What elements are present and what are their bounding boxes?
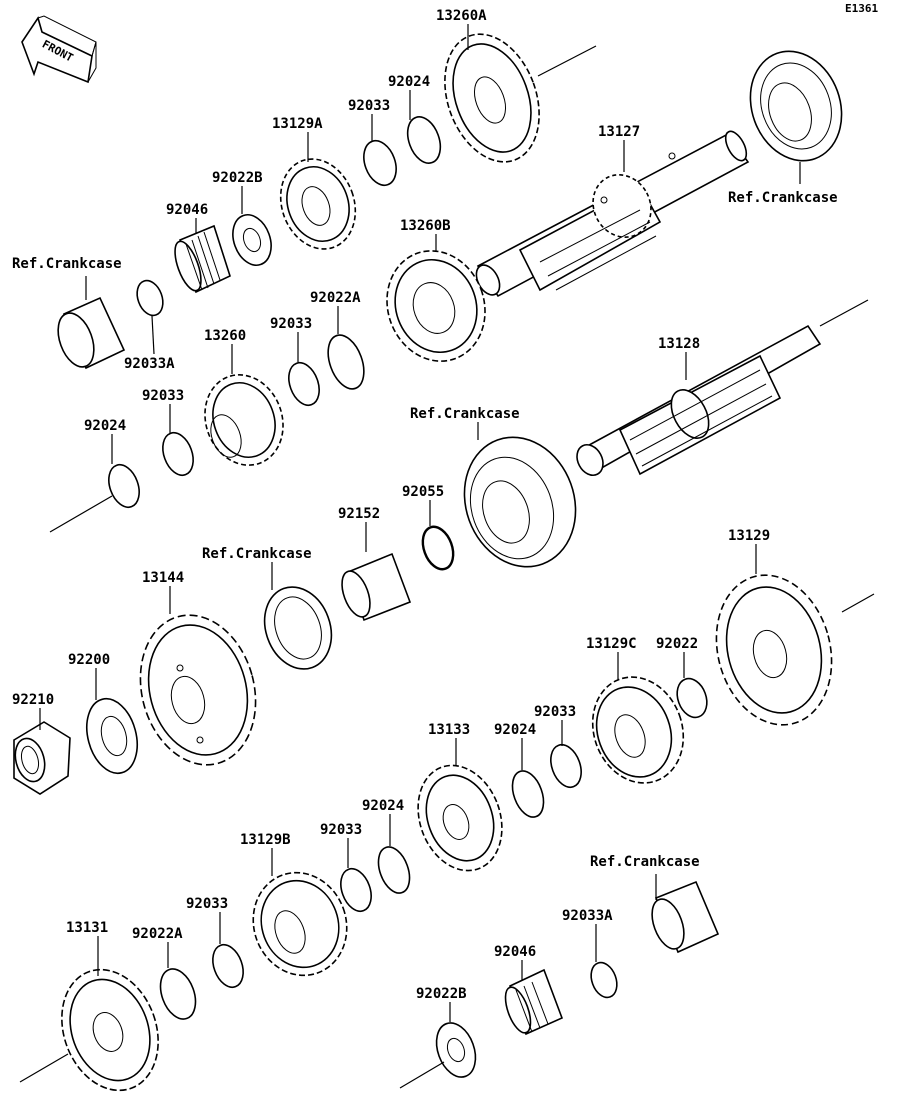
label-92024-low1: 92024	[494, 722, 536, 738]
label-13260B: 13260B	[400, 218, 451, 234]
label-13129A: 13129A	[272, 116, 323, 132]
circlip-92033-top	[363, 139, 397, 187]
label-ref-crankcase-bottom-right: Ref.Crankcase	[590, 854, 700, 870]
label-92033-low3: 92033	[186, 896, 228, 912]
washer-92022B-top	[232, 214, 272, 266]
ring-92024-top	[406, 116, 442, 164]
label-13144: 13144	[142, 570, 184, 586]
washer-92022B-low	[435, 1022, 477, 1078]
label-ref-crankcase-mid: Ref.Crankcase	[410, 406, 520, 422]
circlip-92033A-low	[590, 961, 618, 999]
label-92033-mid1: 92033	[270, 316, 312, 332]
label-92033-low1: 92033	[534, 704, 576, 720]
circlip-92033-mid1	[288, 361, 320, 407]
leader-lines	[39, 24, 801, 1022]
washer-92022A-low	[159, 968, 197, 1020]
label-92046-low: 92046	[494, 944, 536, 960]
washer-92200	[86, 697, 138, 775]
label-92033A-low: 92033A	[562, 908, 613, 924]
label-92024-low2: 92024	[362, 798, 404, 814]
gear-13129	[715, 574, 833, 726]
label-92033-mid2: 92033	[142, 388, 184, 404]
circlip-92033-low2	[340, 867, 372, 913]
circlip-92033A-top	[136, 279, 164, 317]
collar-92152	[341, 552, 412, 622]
ring-92024-low1	[511, 770, 545, 818]
bearing-ref-crankcase-left	[57, 296, 126, 370]
gear-13129B	[252, 871, 348, 977]
gear-13260A	[444, 33, 540, 163]
label-92022: 92022	[656, 636, 698, 652]
label-92022A-low: 92022A	[132, 926, 183, 942]
label-92200: 92200	[68, 652, 110, 668]
circlip-92033-mid2	[162, 431, 194, 477]
needle-bearing-92046-top	[174, 224, 231, 294]
gear-13133	[417, 764, 503, 872]
circlip-92033-low1	[550, 743, 582, 789]
label-92033A-top: 92033A	[124, 356, 175, 372]
circlip-92033-low3	[212, 943, 244, 989]
oring-92055	[421, 525, 455, 571]
seal-ref-crankcase-low	[263, 586, 333, 670]
gear-13129C	[591, 676, 685, 784]
label-13260A: 13260A	[436, 8, 487, 24]
ring-92024-low2	[377, 846, 411, 894]
gear-13131	[61, 968, 159, 1092]
label-92046-top: 92046	[166, 202, 208, 218]
nut-92210	[13, 721, 71, 795]
ring-92024-mid	[108, 463, 140, 509]
label-ref-crankcase-top-right: Ref.Crankcase	[728, 190, 838, 206]
label-13129: 13129	[728, 528, 770, 544]
label-13133: 13133	[428, 722, 470, 738]
label-92022B-top: 92022B	[212, 170, 263, 186]
label-92152: 92152	[338, 506, 380, 522]
shaft-13128	[576, 299, 869, 477]
label-92033-low2: 92033	[320, 822, 362, 838]
diagram-code: E1361	[845, 2, 878, 15]
bearing-ref-crankcase-right	[749, 50, 843, 162]
label-92024-top: 92024	[388, 74, 430, 90]
label-13129B: 13129B	[240, 832, 291, 848]
washer-92022	[676, 677, 708, 719]
washer-92022A-mid	[327, 334, 365, 390]
label-13129C: 13129C	[586, 636, 637, 652]
bearing-ref-crankcase-mid	[463, 436, 577, 568]
label-92022B-low: 92022B	[416, 986, 467, 1002]
label-92022A-mid: 92022A	[310, 290, 361, 306]
label-92024-mid: 92024	[84, 418, 126, 434]
label-13127: 13127	[598, 124, 640, 140]
front-arrow-icon: FRONT	[21, 15, 97, 84]
shaft-13127	[475, 130, 750, 298]
sprocket-13144	[139, 614, 257, 766]
gear-13260B	[386, 250, 486, 362]
label-92033-top: 92033	[348, 98, 390, 114]
gear-13260	[204, 374, 284, 466]
label-13131: 13131	[66, 920, 108, 936]
bearing-ref-crankcase-br	[651, 880, 720, 954]
label-92210: 92210	[12, 692, 54, 708]
gear-13129A	[279, 158, 357, 250]
label-13260: 13260	[204, 328, 246, 344]
label-13128: 13128	[658, 336, 700, 352]
label-ref-crankcase-top-left: Ref.Crankcase	[12, 256, 122, 272]
label-92055: 92055	[402, 484, 444, 500]
label-ref-crankcase-low: Ref.Crankcase	[202, 546, 312, 562]
needle-bearing-92046-low	[504, 968, 564, 1036]
